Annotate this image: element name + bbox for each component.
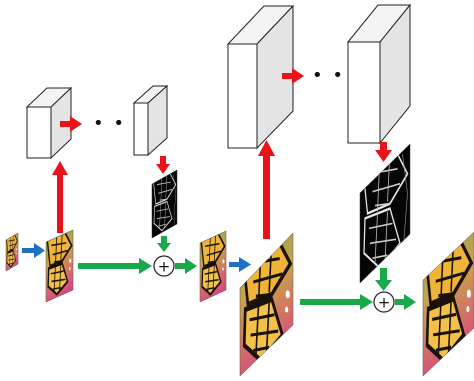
skip-arrow-down [157, 236, 171, 252]
upsampled-image-level1 [45, 229, 74, 303]
skip-arrow-right [395, 294, 416, 310]
conv-block-stage2-first [226, 4, 295, 150]
feature-arrow-down [375, 142, 392, 162]
skip-arrow-right [78, 258, 152, 274]
conv-block-stage2-last [346, 3, 412, 145]
feature-arrow-right [60, 116, 82, 132]
sum-node-level1: + [153, 255, 175, 277]
upsample-arrow [22, 243, 45, 258]
skip-arrow-down [375, 268, 392, 291]
svg-text:+: + [378, 294, 391, 312]
feature-arrow-right [282, 68, 304, 84]
sum-node-level2: + [373, 291, 395, 313]
residual-edge-map-level2 [359, 143, 411, 284]
input-lowres-image [5, 232, 19, 272]
residual-edge-map-level1 [151, 169, 178, 239]
skip-arrow-right [300, 294, 373, 310]
svg-text:+: + [158, 258, 171, 276]
feature-arrow-up [258, 140, 275, 239]
upsampled-image-level2 [239, 232, 294, 377]
feature-arrow-up [52, 161, 68, 233]
conv-block-stage1-last [132, 84, 169, 157]
skip-arrow-right [175, 258, 197, 274]
feature-arrow-down [156, 156, 170, 174]
upsample-arrow [229, 257, 251, 272]
reconstructed-image-level1 [199, 230, 227, 303]
stage1-ellipsis: • • • [93, 113, 146, 134]
output-highres-image [422, 231, 474, 377]
